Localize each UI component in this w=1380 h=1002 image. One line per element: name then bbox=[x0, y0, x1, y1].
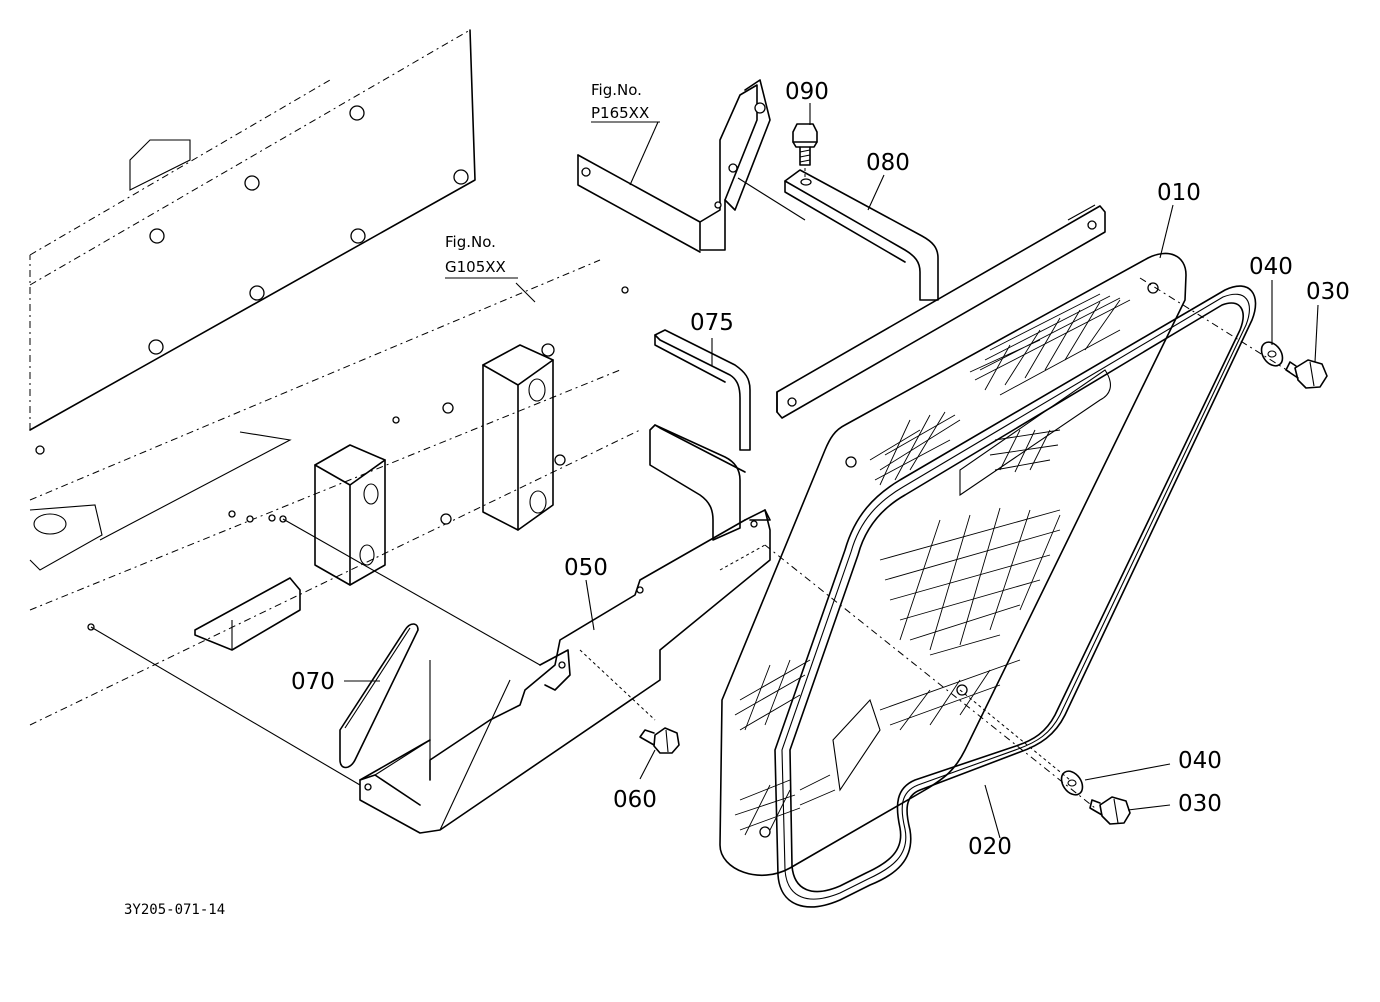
reference-fig-number: G105XX bbox=[445, 258, 506, 276]
bolt-090 bbox=[792, 123, 818, 184]
bolt-030-lower bbox=[1089, 796, 1131, 825]
reference-bracket-p165xx bbox=[577, 79, 806, 253]
callout-075: 075 bbox=[690, 310, 734, 336]
callout-060: 060 bbox=[613, 787, 657, 813]
mounting-bar bbox=[776, 204, 1106, 419]
reference-fig-label: Fig.No. bbox=[445, 233, 496, 251]
reference-label-p165xx: Fig.No. P165XX bbox=[591, 81, 660, 123]
mesh-patches bbox=[734, 293, 1131, 836]
callout-050: 050 bbox=[564, 555, 608, 581]
channel-cover-050 bbox=[90, 424, 771, 834]
drawing-code: 3Y205-071-14 bbox=[124, 902, 225, 918]
reference-label-g105xx: Fig.No. G105XX bbox=[445, 233, 518, 279]
leader-lines bbox=[344, 103, 1319, 839]
callout-080: 080 bbox=[866, 150, 910, 176]
callout-020: 020 bbox=[968, 834, 1012, 860]
callout-040-lower: 040 bbox=[1178, 748, 1222, 774]
strap-080 bbox=[784, 169, 939, 301]
callout-070: 070 bbox=[291, 669, 335, 695]
callout-010: 010 bbox=[1157, 180, 1201, 206]
seal-frame-020 bbox=[774, 285, 1257, 908]
washer-040-lower bbox=[1060, 770, 1084, 796]
callout-030-lower: 030 bbox=[1178, 791, 1222, 817]
bolt-030-upper bbox=[1285, 359, 1328, 389]
bolt-060 bbox=[639, 727, 680, 754]
reference-fig-number: P165XX bbox=[591, 104, 649, 122]
reference-fig-label: Fig.No. bbox=[591, 81, 642, 99]
callout-030-upper: 030 bbox=[1306, 279, 1350, 305]
frame-assembly bbox=[29, 29, 641, 726]
callout-090: 090 bbox=[785, 79, 829, 105]
bracket-075 bbox=[654, 329, 751, 451]
washer-040-upper bbox=[1260, 341, 1284, 367]
mesh-panel-010 bbox=[719, 252, 1187, 877]
callout-040-upper: 040 bbox=[1249, 254, 1293, 280]
rod-070 bbox=[339, 623, 419, 769]
